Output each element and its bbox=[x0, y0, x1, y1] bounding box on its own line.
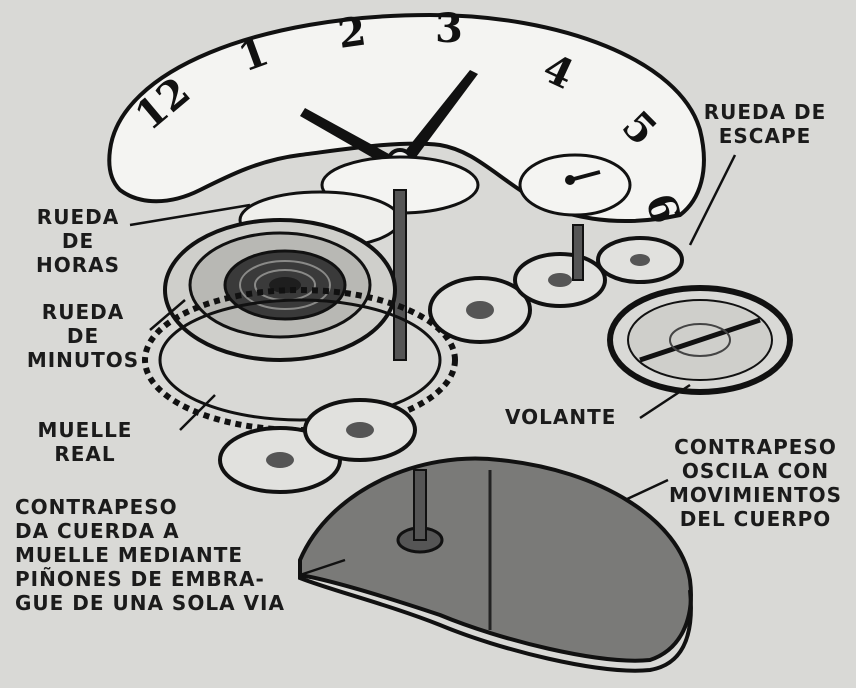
dial-numeral-3: 3 bbox=[435, 5, 463, 52]
label-contrapeso-da-cuerda: CONTRAPESO DA CUERDA A MUELLE MEDIANTE P… bbox=[15, 495, 335, 615]
oscillating-rotor bbox=[300, 458, 691, 660]
label-rueda-de-minutos: RUEDA DE MINUTOS bbox=[18, 300, 148, 372]
leader-rueda-de-horas bbox=[130, 205, 250, 225]
label-muelle-real: MUELLE REAL bbox=[30, 418, 140, 466]
dial-numeral-2: 2 bbox=[335, 7, 369, 57]
seconds-subdial bbox=[520, 155, 630, 215]
label-rueda-de-escape: RUEDA DE ESCAPE bbox=[700, 100, 830, 148]
label-volante: VOLANTE bbox=[505, 405, 645, 429]
label-rueda-de-horas: RUEDA DE HORAS bbox=[18, 205, 138, 277]
label-contrapeso-oscila: CONTRAPESO OSCILA CON MOVIMIENTOS DEL CU… bbox=[668, 435, 843, 531]
leader-contrapeso-oscila bbox=[625, 480, 668, 500]
